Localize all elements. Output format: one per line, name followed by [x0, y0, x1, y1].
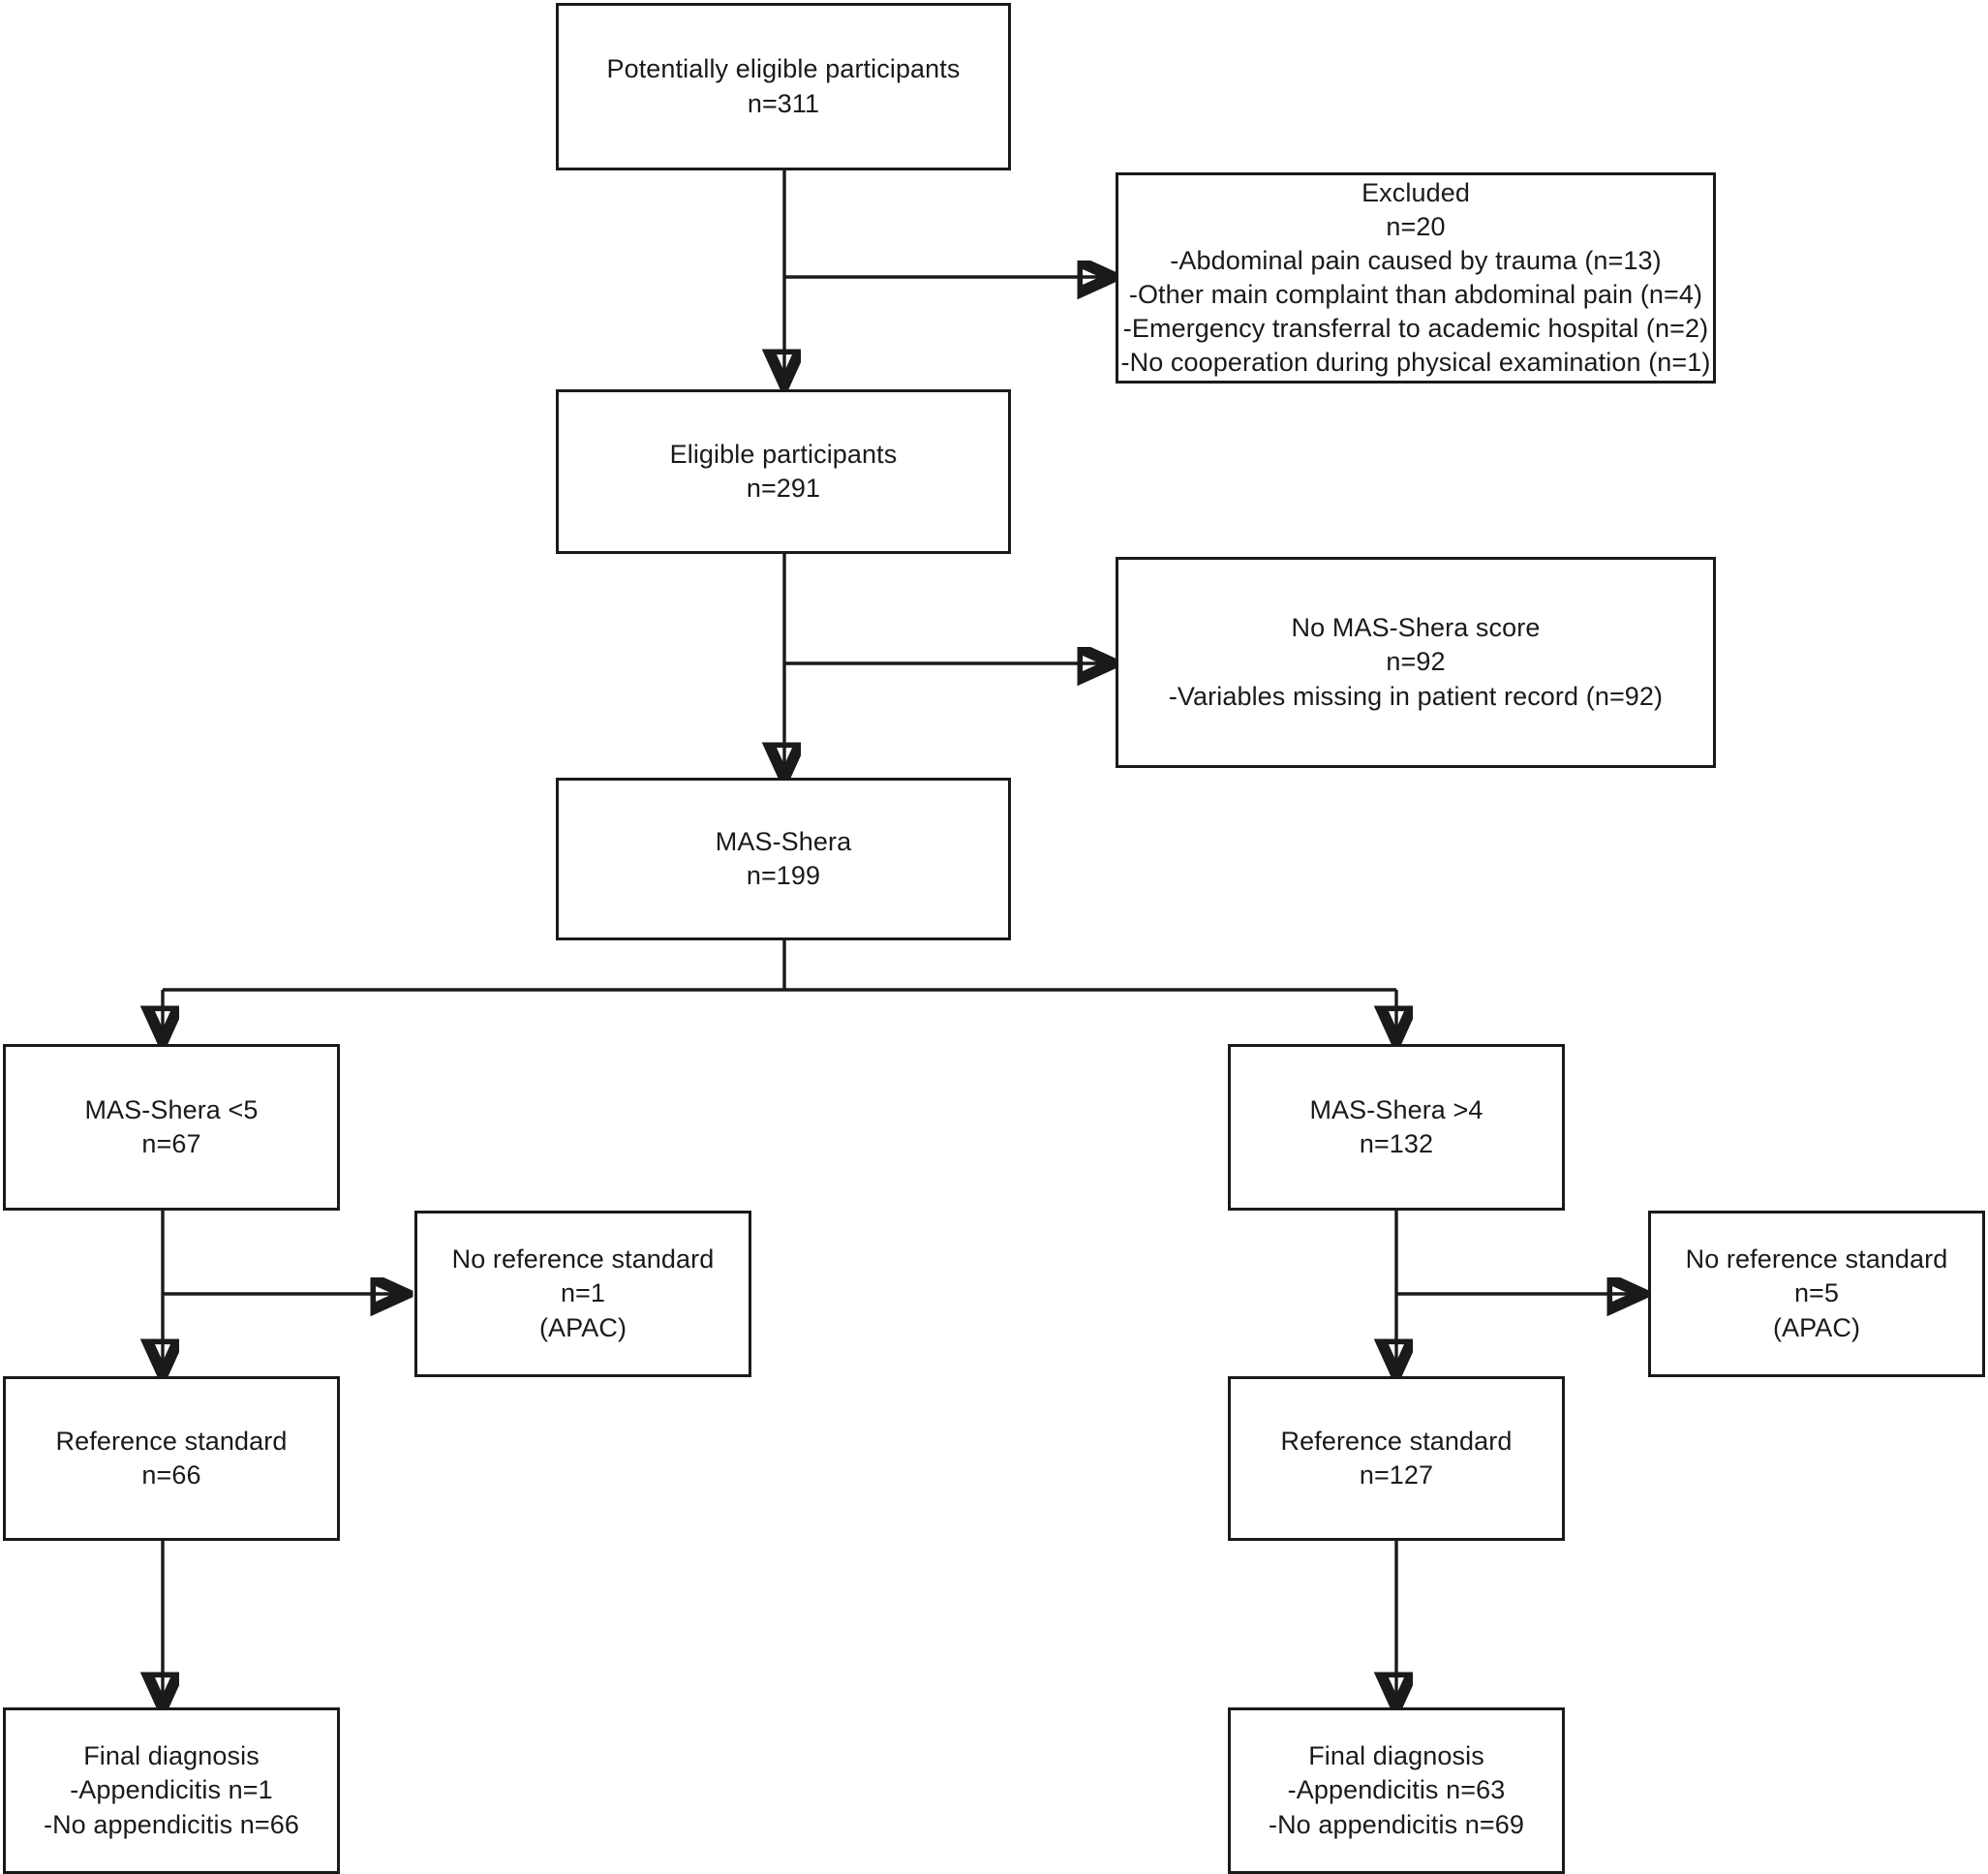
node-line: -Appendicitis n=1: [70, 1775, 273, 1805]
node-line: MAS-Shera: [715, 826, 852, 856]
node-line: Reference standard: [55, 1426, 288, 1456]
node-line: Reference standard: [1280, 1426, 1513, 1456]
node-line: -No cooperation during physical examinat…: [1120, 348, 1711, 378]
node-final-diagnosis-left: Final diagnosis -Appendicitis n=1 -No ap…: [3, 1707, 340, 1874]
node-line: n=1: [560, 1278, 606, 1308]
node-line: No reference standard: [451, 1244, 715, 1275]
node-line: n=20: [1386, 211, 1446, 241]
node-mas-shera-low: MAS-Shera <5 n=67: [3, 1044, 340, 1211]
node-line: n=5: [1793, 1278, 1840, 1308]
node-line: Eligible participants: [669, 439, 898, 469]
node-line: Final diagnosis: [1308, 1741, 1484, 1771]
node-line: n=127: [1359, 1460, 1434, 1490]
node-line: No reference standard: [1685, 1244, 1948, 1275]
node-line: MAS-Shera >4: [1309, 1094, 1483, 1124]
node-line: (APAC): [1772, 1312, 1861, 1342]
node-no-mas-shera-score: No MAS-Shera score n=92 -Variables missi…: [1116, 557, 1716, 768]
node-line: n=199: [746, 861, 821, 890]
node-line: No MAS-Shera score: [1291, 613, 1541, 643]
node-line: Potentially eligible participants: [606, 54, 961, 84]
node-line: -Abdominal pain caused by trauma (n=13): [1170, 245, 1662, 275]
node-reference-standard-left: Reference standard n=66: [3, 1376, 340, 1541]
node-line: -No appendicitis n=69: [1268, 1809, 1525, 1839]
node-mas-shera: MAS-Shera n=199: [556, 778, 1011, 940]
node-line: MAS-Shera <5: [84, 1094, 259, 1124]
node-line: (APAC): [538, 1312, 627, 1342]
node-no-reference-standard-right: No reference standard n=5 (APAC): [1648, 1211, 1985, 1377]
node-line: n=311: [747, 88, 820, 118]
node-line: -No appendicitis n=66: [43, 1809, 300, 1839]
node-excluded: Excluded n=20 -Abdominal pain caused by …: [1116, 172, 1716, 384]
node-line: n=291: [746, 474, 821, 503]
node-potentially-eligible: Potentially eligible participants n=311: [556, 3, 1011, 170]
node-line: -Emergency transferral to academic hospi…: [1122, 314, 1709, 344]
node-line: n=132: [1359, 1129, 1434, 1158]
node-no-reference-standard-left: No reference standard n=1 (APAC): [414, 1211, 751, 1377]
node-line: n=92: [1386, 647, 1446, 677]
node-reference-standard-right: Reference standard n=127: [1228, 1376, 1565, 1541]
node-mas-shera-high: MAS-Shera >4 n=132: [1228, 1044, 1565, 1211]
node-line: Excluded: [1361, 177, 1470, 207]
node-line: -Variables missing in patient record (n=…: [1168, 681, 1664, 711]
node-line: -Appendicitis n=63: [1287, 1775, 1506, 1805]
node-line: Final diagnosis: [83, 1741, 260, 1771]
node-line: -Other main complaint than abdominal pai…: [1128, 280, 1703, 309]
node-final-diagnosis-right: Final diagnosis -Appendicitis n=63 -No a…: [1228, 1707, 1565, 1874]
node-eligible-participants: Eligible participants n=291: [556, 389, 1011, 554]
node-line: n=67: [141, 1129, 201, 1158]
node-line: n=66: [141, 1460, 201, 1490]
